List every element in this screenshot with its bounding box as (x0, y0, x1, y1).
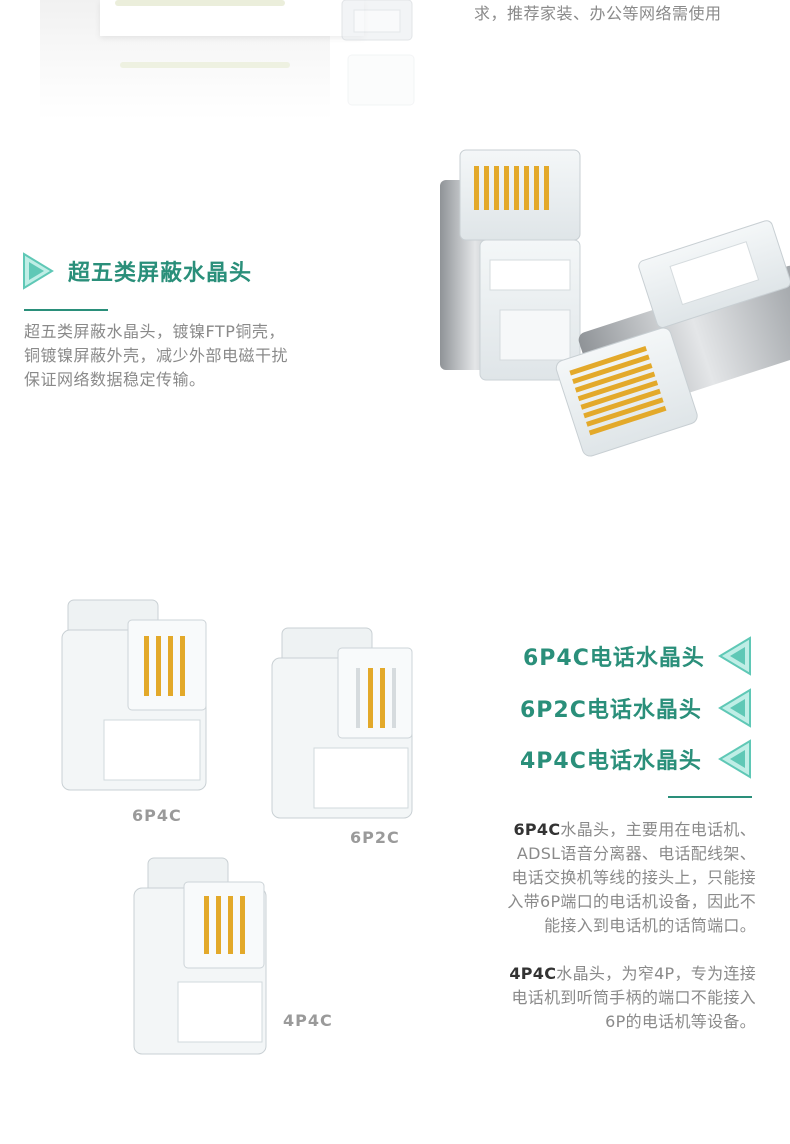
desc-line: 6P4C水晶头，主要用在电话机、 (507, 818, 756, 842)
desc-line: 入带6P端口的电话机设备，因此不 (507, 892, 756, 911)
desc-line: 4P4C水晶头，为窄4P，专为连接 (509, 962, 756, 986)
title-4p4c: 4P4C电话水晶头 (520, 749, 702, 774)
bold-model: 6P4C (513, 820, 561, 839)
plug-label-6p4c: 6P4C (132, 806, 182, 825)
desc-line: 电话交换机等线的接头上，只能接 (511, 868, 756, 887)
plug-6p4c-image (61, 599, 207, 791)
top-fragment-text: 求，推荐家装、办公等网络需使用 (474, 4, 722, 23)
desc-line: 6P的电话机等设备。 (605, 1012, 756, 1031)
plug-4p4c-image (133, 857, 267, 1055)
description-6p4c: 6P4C水晶头，主要用在电话机、 ADSL语音分离器、电话配线架、 电话交换机等… (507, 818, 756, 938)
titles-underline (668, 796, 752, 798)
title-underline (24, 309, 108, 311)
section-description: 超五类屏蔽水晶头，镀镍FTP铜壳， 铜镀镍屏蔽外壳，减少外部电磁干扰 保证网络数… (24, 320, 288, 392)
play-arrow-icon (23, 252, 54, 290)
description-4p4c: 4P4C水晶头，为窄4P，专为连接 电话机到听筒手柄的端口不能接入 6P的电话机… (509, 962, 756, 1034)
play-left-arrow-icon (718, 688, 751, 728)
desc-line: 能接入到电话机的话筒端口。 (544, 916, 756, 935)
play-left-arrow-icon (718, 636, 751, 676)
title-6p2c: 6P2C电话水晶头 (520, 698, 702, 723)
desc-line: ADSL语音分离器、电话配线架、 (516, 844, 756, 863)
plug-label-4p4c: 4P4C (283, 1011, 333, 1030)
faded-text-strip (120, 62, 290, 68)
desc-line: 超五类屏蔽水晶头，镀镍FTP铜壳， (24, 322, 285, 341)
faded-text-strip (115, 0, 285, 6)
desc-text: 水晶头，主要用在电话机、 (560, 820, 756, 839)
desc-line: 电话机到听筒手柄的端口不能接入 (511, 988, 756, 1007)
plug-6p2c-image (271, 627, 413, 819)
shielded-rj45-plugs-image (440, 149, 790, 457)
bold-model: 4P4C (509, 964, 557, 983)
desc-line: 铜镀镍屏蔽外壳，减少外部电磁干扰 (24, 346, 289, 365)
play-left-arrow-icon (718, 739, 751, 779)
desc-line: 保证网络数据稳定传输。 (24, 370, 206, 389)
box-label-area (100, 0, 364, 36)
top-product-box (40, 0, 364, 120)
plug-label-6p2c: 6P2C (350, 828, 400, 847)
desc-text: 水晶头，为窄4P，专为连接 (556, 964, 756, 983)
title-6p4c: 6P4C电话水晶头 (523, 646, 705, 671)
section-title: 超五类屏蔽水晶头 (68, 261, 253, 286)
top-plug-image (341, 0, 415, 106)
